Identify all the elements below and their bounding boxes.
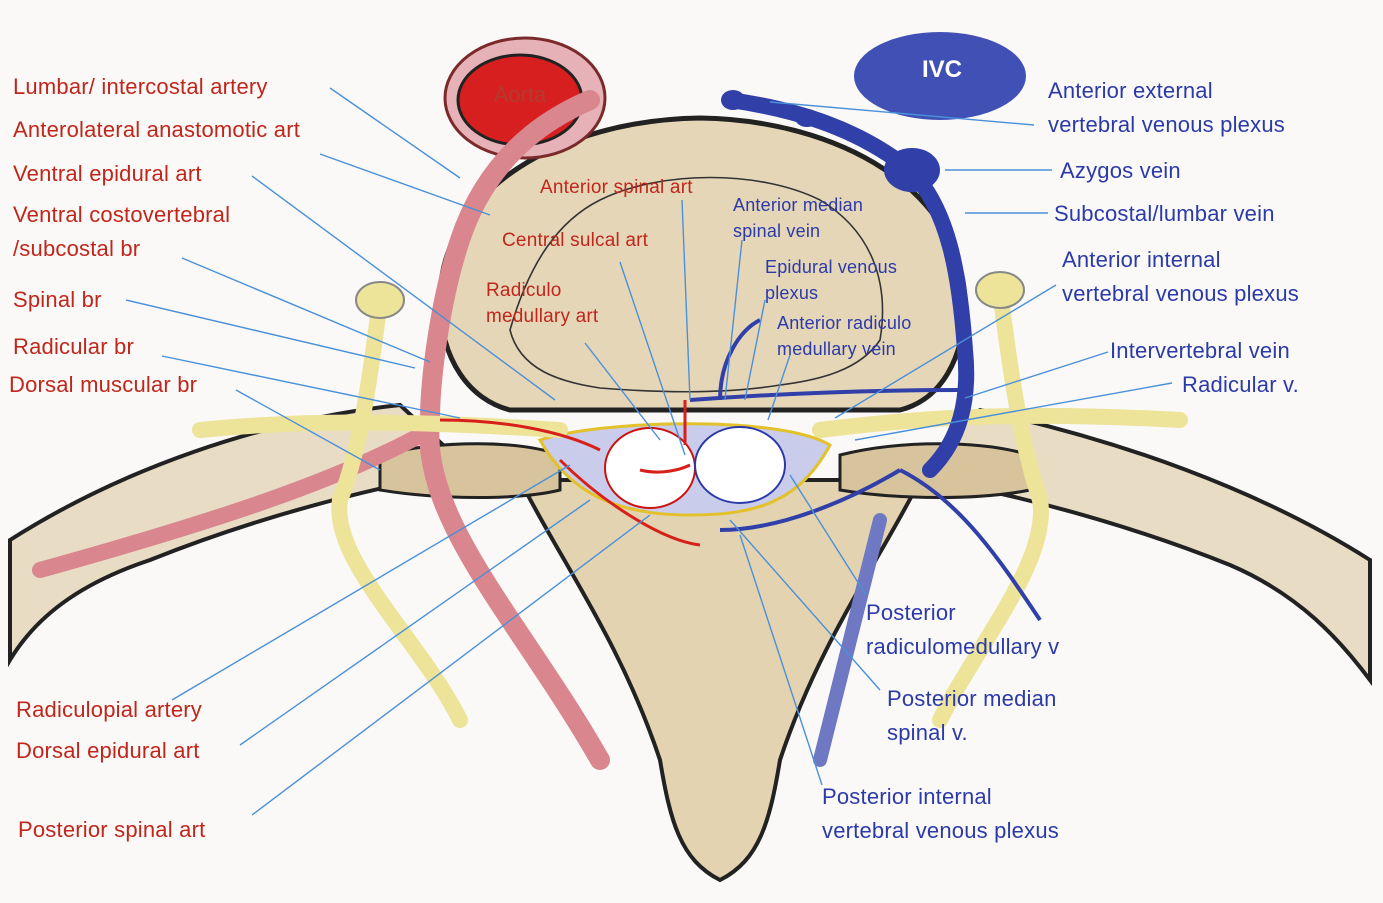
label-posterior-internal-line2: vertebral venous plexus <box>822 818 1059 843</box>
label-posterior-median-spinal-v: Posterior median spinal v. <box>887 682 1057 750</box>
label-azygos-vein: Azygos vein <box>1060 158 1181 183</box>
label-posterior-median-line1: Posterior median <box>887 686 1057 711</box>
label-anterior-radiculo-medullary-vein: Anterior radiculo medullary vein <box>777 310 911 362</box>
label-posterior-median-line2: spinal v. <box>887 720 968 745</box>
aorta-label: Aorta <box>493 82 547 107</box>
label-radicular-v: Radicular v. <box>1182 372 1299 397</box>
label-radicular-br: Radicular br <box>13 334 135 359</box>
label-anterior-median-line1: Anterior median <box>733 195 864 215</box>
azygos-vein <box>722 92 975 478</box>
label-posterior-internal-line1: Posterior internal <box>822 784 992 809</box>
label-anterior-radiculo-line2: medullary vein <box>777 339 896 359</box>
label-anterior-external-plexus: Anterior external vertebral venous plexu… <box>1048 74 1285 142</box>
label-anterior-external-line1: Anterior external <box>1048 78 1213 103</box>
label-anterior-internal-line2: vertebral venous plexus <box>1062 281 1299 306</box>
label-posterior-spinal-art: Posterior spinal art <box>18 817 206 842</box>
label-epidural-venous-line1: Epidural venous <box>765 257 898 277</box>
label-posterior-internal-plexus: Posterior internal vertebral venous plex… <box>822 780 1059 848</box>
label-radiculo-medullary-art: Radiculo medullary art <box>486 278 598 330</box>
label-anterior-internal-plexus: Anterior internal vertebral venous plexu… <box>1062 243 1299 311</box>
label-ventral-costovertebral-line2: /subcostal br <box>13 236 141 261</box>
label-anterior-external-line2: vertebral venous plexus <box>1048 112 1285 137</box>
spinous-process <box>516 478 924 883</box>
label-anterolateral-anastomotic-art: Anterolateral anastomotic art <box>13 117 301 142</box>
label-intervertebral-vein: Intervertebral vein <box>1110 338 1290 363</box>
small-arteries <box>439 400 701 547</box>
ivc <box>854 32 1026 120</box>
label-ventral-costovertebral: Ventral costovertebral /subcostal br <box>13 198 230 266</box>
label-dorsal-muscular-br: Dorsal muscular br <box>9 372 198 397</box>
label-posterior-radiculomedullary-line1: Posterior <box>866 600 956 625</box>
label-radiculo-medullary-line2: medullary art <box>486 306 599 327</box>
spinal-cord <box>604 426 786 509</box>
label-lumbar-intercostal-artery: Lumbar/ intercostal artery <box>13 74 268 99</box>
lumbar-intercostal-artery <box>419 90 610 770</box>
label-central-sulcal-art: Central sulcal art <box>502 230 649 251</box>
intercostal-artery-branch <box>32 422 438 578</box>
label-ventral-costovertebral-line1: Ventral costovertebral <box>13 202 231 227</box>
label-spinal-br: Spinal br <box>13 287 102 312</box>
label-anterior-median-spinal-vein: Anterior median spinal vein <box>733 192 863 244</box>
body-texture <box>509 176 884 393</box>
label-posterior-radiculomedullary-v: Posterior radiculomedullary v <box>866 596 1059 664</box>
posterior-vein-trunk <box>813 513 887 767</box>
label-anterior-median-line2: spinal vein <box>733 221 821 241</box>
label-radiculopial-artery: Radiculopial artery <box>16 697 202 722</box>
anterior-external-plexus-nodes <box>721 90 940 192</box>
label-dorsal-epidural-art: Dorsal epidural art <box>16 738 200 763</box>
label-anterior-spinal-art: Anterior spinal art <box>540 177 693 198</box>
leader-lines <box>125 87 1173 816</box>
label-radiculo-medullary-line1: Radiculo <box>486 280 562 301</box>
label-epidural-venous-plexus: Epidural venous plexus <box>765 254 897 306</box>
label-ventral-epidural-art: Ventral epidural art <box>13 161 202 186</box>
label-posterior-radiculomedullary-line2: radiculomedullary v <box>866 634 1060 659</box>
label-anterior-internal-line1: Anterior internal <box>1062 247 1221 272</box>
label-anterior-radiculo-line1: Anterior radiculo <box>777 313 912 333</box>
label-epidural-venous-line2: plexus <box>765 283 819 303</box>
label-subcostal-lumbar-vein: Subcostal/lumbar vein <box>1054 201 1275 226</box>
dorsal-root-ganglia <box>355 271 1025 319</box>
ivc-label: IVC <box>921 56 962 83</box>
